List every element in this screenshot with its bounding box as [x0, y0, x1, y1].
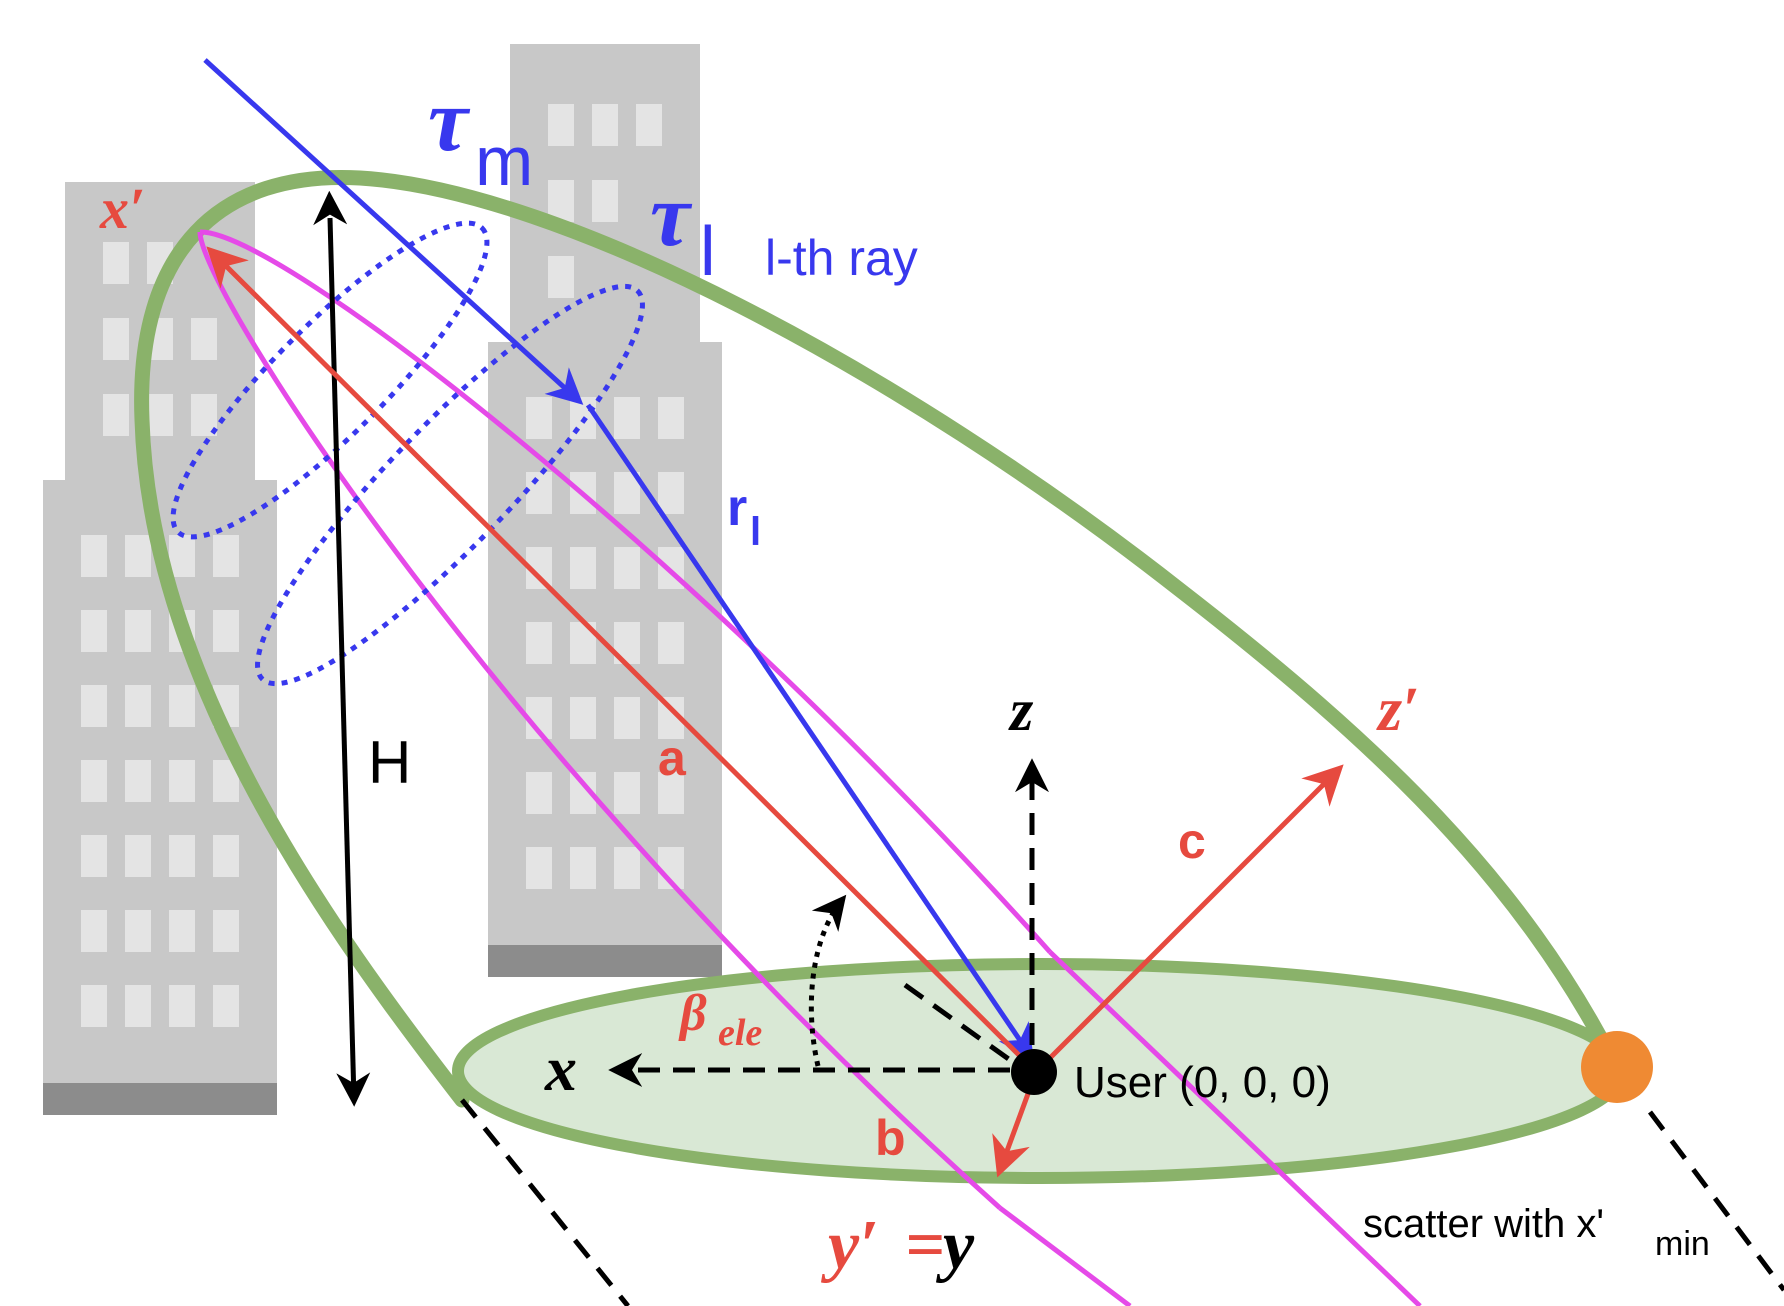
building-left-windows: [81, 242, 239, 1027]
dashed-diagonal: [903, 982, 1012, 1063]
y-label: y: [936, 1207, 975, 1284]
tau-m-ellipse: [170, 220, 490, 540]
x-prime-label: x′: [99, 176, 145, 241]
height-label: H: [368, 729, 411, 796]
tau-m-symbol: τ: [428, 71, 471, 170]
tau-l-subscript: l: [700, 212, 716, 290]
user-label: User (0, 0, 0): [1074, 1058, 1331, 1107]
vector-b-label: b: [875, 1110, 906, 1166]
incident-ray: [203, 58, 584, 405]
scatter-ellipsoid: [134, 169, 1623, 1108]
z-prime-label: z′: [1376, 676, 1420, 744]
z-axis-label: z: [1008, 677, 1034, 743]
vector-c-label: c: [1178, 813, 1206, 869]
r-l-subscript: l: [750, 510, 761, 554]
beta-subscript: ele: [718, 1012, 762, 1054]
lth-ray-label: l-th ray: [765, 230, 918, 286]
magenta-line-1: [998, 1206, 1132, 1306]
scatter-label: scatter with x': [1363, 1202, 1604, 1246]
r-l-symbol: r: [727, 479, 747, 537]
elevation-angle-arc: [808, 894, 847, 1067]
dashed-extension-left: [460, 1098, 630, 1306]
x-axis-label: x: [544, 1033, 577, 1104]
dashed-extension-right: [1648, 1110, 1784, 1292]
vector-c: [1034, 764, 1344, 1074]
vector-a-label: a: [658, 730, 687, 786]
y-prime-label: y′: [821, 1207, 879, 1284]
scatter-subscript: min: [1655, 1225, 1710, 1263]
beta-symbol: β: [678, 985, 707, 1042]
y-equals-sign: =: [905, 1207, 945, 1284]
user-dot: [1011, 1049, 1057, 1095]
reflected-ray: [585, 403, 1035, 1061]
tau-m-subscript: m: [475, 122, 533, 200]
tau-l-symbol: τ: [650, 166, 693, 265]
scatter-point: [1581, 1031, 1653, 1103]
magenta-line-2: [1048, 950, 1422, 1306]
height-arrow: [313, 190, 371, 1107]
vector-a: [206, 246, 1038, 1074]
